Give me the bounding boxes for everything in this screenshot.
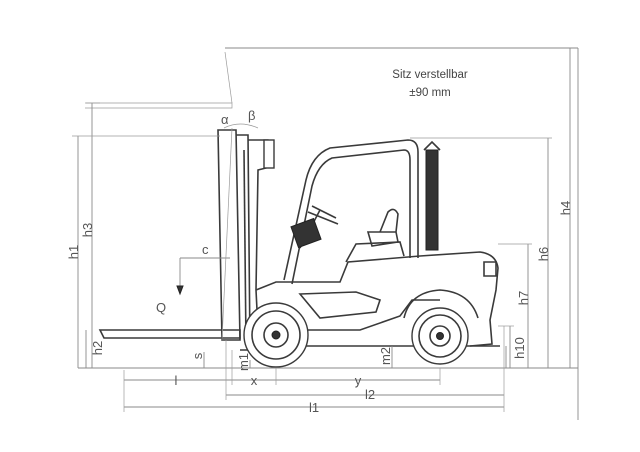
label-s: s (190, 352, 205, 359)
label-m1: m1 (236, 353, 251, 371)
label-Q: Q (156, 300, 166, 315)
label-l1: l1 (309, 400, 319, 415)
label-m2: m2 (378, 347, 393, 365)
label-h2: h2 (90, 341, 105, 355)
dimension-lines (72, 47, 579, 420)
note-line-2: ±90 mm (409, 87, 450, 99)
overhead-guard (283, 139, 419, 281)
label-alpha: α (221, 112, 229, 127)
note-text: Sitz verstellbar ±90 mm (392, 69, 468, 99)
label-l2: l2 (365, 387, 375, 402)
label-c: c (202, 242, 209, 257)
label-h4: h4 (558, 201, 573, 215)
label-y: y (355, 373, 362, 388)
seat (366, 208, 399, 247)
front-wheel (243, 302, 309, 368)
lower-fork (98, 329, 241, 339)
label-h1: h1 (66, 245, 81, 259)
label-h3: h3 (80, 223, 95, 237)
fork-carriage (217, 129, 241, 341)
counterweight-pillar (425, 149, 439, 251)
label-h7: h7 (516, 291, 531, 305)
label-x: x (251, 373, 258, 388)
forklift (85, 51, 500, 368)
raised-fork (85, 102, 233, 109)
label-beta: β (248, 108, 255, 123)
mast (236, 134, 251, 351)
label-h6: h6 (536, 247, 551, 261)
dimension-labels: α β h1 h3 h2 h4 h6 h7 h10 c Q s m1 m2 l … (66, 108, 573, 415)
label-l: l (175, 373, 178, 388)
rear-wheel (411, 307, 469, 365)
note-line-1: Sitz verstellbar (392, 69, 468, 81)
label-h10: h10 (512, 337, 527, 359)
